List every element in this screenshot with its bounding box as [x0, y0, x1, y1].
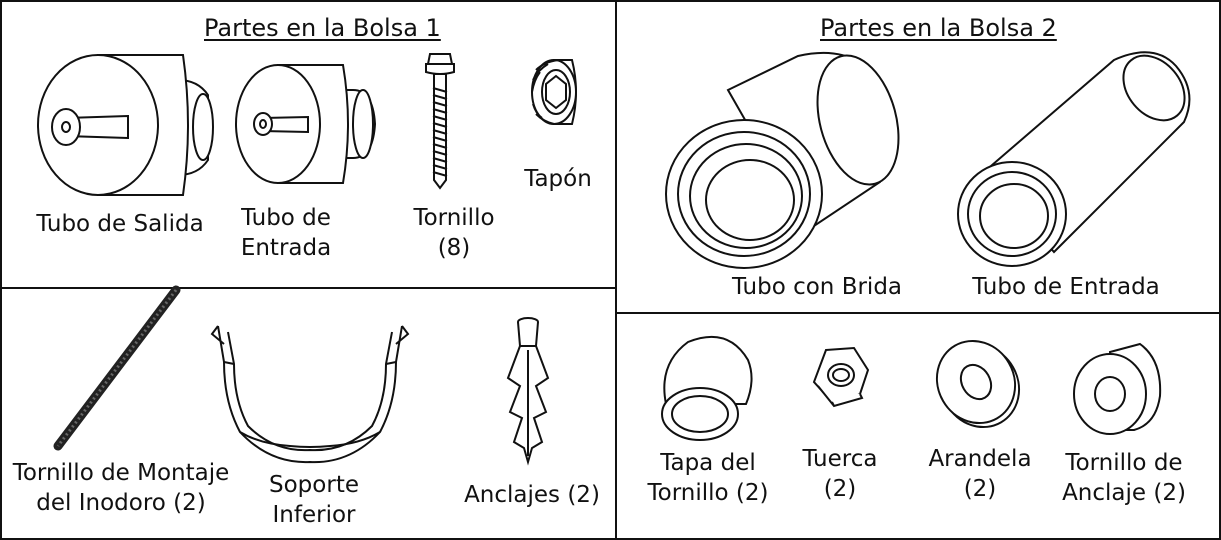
- bolt-cap-icon: [648, 334, 758, 442]
- nut-label: Tuerca (2): [802, 446, 878, 502]
- inlet-tube-label: Tubo de Entrada: [972, 274, 1160, 300]
- inlet-tube-icon: [954, 52, 1204, 274]
- bracket-icon: [210, 322, 410, 472]
- screw-label: Tornillo (8): [413, 205, 495, 261]
- anchor-screw-icon: [1070, 340, 1166, 440]
- inlet-pipe-label: Tubo de Entrada: [240, 205, 332, 261]
- bag2-divider: [615, 312, 1221, 314]
- threaded-rod-icon: [46, 286, 186, 452]
- plug-icon: [524, 52, 584, 132]
- anchors-label: Anclajes (2): [464, 482, 600, 508]
- outlet-pipe-label: Tubo de Salida: [36, 211, 204, 237]
- wall-anchor-icon: [498, 316, 558, 464]
- screw-icon: [420, 52, 460, 190]
- washer-label: Arandela (2): [928, 446, 1032, 502]
- bag2-panel: [615, 0, 1221, 540]
- flanged-pipe-icon: [648, 50, 898, 272]
- anchor-screw-label: Tornillo de Anclaje (2): [1062, 450, 1186, 506]
- bag1-title: Partes en la Bolsa 1: [204, 14, 441, 42]
- hex-nut-icon: [808, 346, 872, 406]
- plug-label: Tapón: [524, 166, 592, 192]
- washer-icon: [934, 340, 1024, 430]
- toilet-bolt-label: Tornillo de Montaje del Inodoro (2): [12, 460, 230, 516]
- outlet-pipe-icon: [28, 50, 218, 200]
- flanged-pipe-label: Tubo con Brida: [731, 274, 903, 300]
- bracket-label: Soporte Inferior: [269, 472, 359, 528]
- bag1-divider: [0, 287, 617, 289]
- inlet-pipe-icon: [233, 62, 378, 187]
- bag2-title: Partes en la Bolsa 2: [820, 14, 1057, 42]
- bolt-cap-label: Tapa del Tornillo (2): [647, 450, 769, 506]
